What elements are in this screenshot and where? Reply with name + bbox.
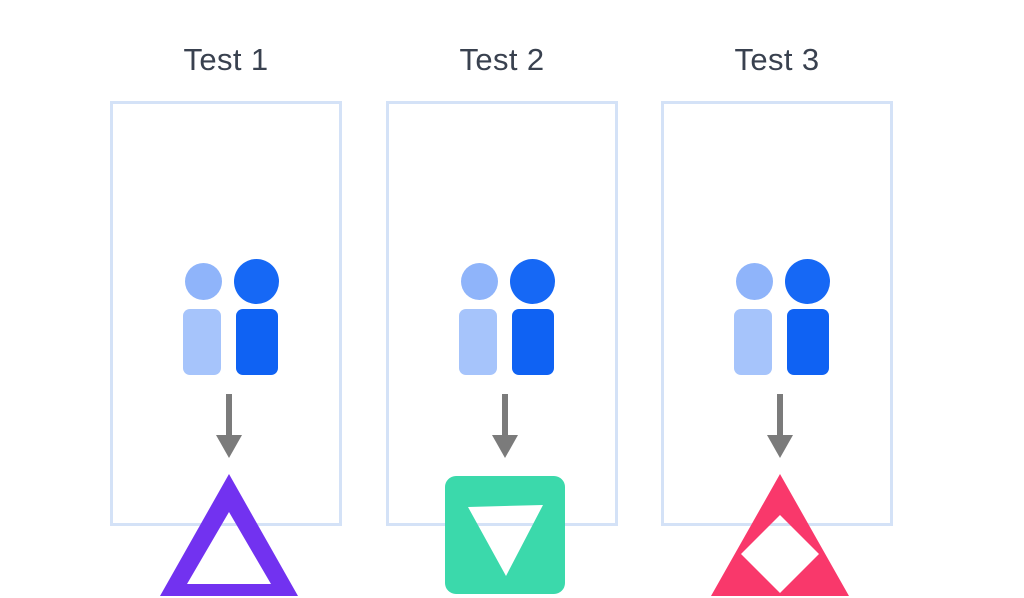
person-body-icon (787, 309, 829, 375)
person-head-icon (736, 263, 773, 300)
down-arrow-icon (764, 394, 796, 460)
panel-test-1: Test 1 (110, 0, 342, 596)
panel-title-test-3: Test 3 (734, 42, 820, 77)
person-head-icon (785, 259, 830, 304)
person-head-icon (461, 263, 498, 300)
two-people-icon (734, 259, 831, 375)
person-body-icon (236, 309, 278, 375)
person-light-icon (183, 259, 223, 375)
panel-title-test-1: Test 1 (183, 42, 269, 77)
person-body-icon (512, 309, 554, 375)
outlined-triangle-icon (159, 472, 299, 598)
person-light-icon (734, 259, 774, 375)
person-light-icon (459, 259, 499, 375)
panel-test-2: Test 2 (386, 0, 618, 594)
triangle-with-diamond-cutout-icon (710, 472, 850, 598)
person-head-icon (234, 259, 279, 304)
person-body-icon (734, 309, 772, 375)
two-people-icon (459, 259, 556, 375)
down-arrow-icon (213, 394, 245, 460)
panel-box-test-3 (661, 101, 893, 596)
person-dark-icon (234, 259, 279, 375)
panel-box-test-2 (386, 101, 618, 594)
person-head-icon (510, 259, 555, 304)
person-body-icon (459, 309, 497, 375)
two-people-icon (183, 259, 280, 375)
person-body-icon (183, 309, 221, 375)
panel-box-test-1 (110, 101, 342, 596)
person-head-icon (185, 263, 222, 300)
person-dark-icon (510, 259, 555, 375)
panel-title-test-2: Test 2 (459, 42, 545, 77)
rounded-square-with-down-triangle-icon (435, 472, 575, 598)
down-arrow-icon (489, 394, 521, 460)
person-dark-icon (785, 259, 830, 375)
panel-test-3: Test 3 (661, 0, 893, 596)
